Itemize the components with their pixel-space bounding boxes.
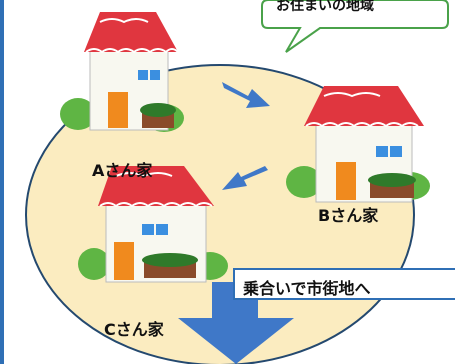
carpool-banner-text: 乗合いで市街地へ	[243, 279, 371, 298]
left-frame-border	[0, 0, 4, 364]
arrow-b-to-c	[222, 166, 268, 190]
house-b-label: Bさん家	[318, 206, 379, 225]
carpool-banner: 乗合いで市街地へ	[233, 268, 455, 300]
house-b	[286, 86, 430, 203]
house-c	[78, 166, 228, 283]
house-a-label: Aさん家	[92, 161, 153, 180]
region-bubble-text: お住まいの地域	[276, 0, 374, 14]
house-a	[60, 12, 184, 132]
down-arrow	[178, 282, 294, 364]
arrow-a-to-b	[222, 82, 270, 108]
speech-bubble	[261, 0, 449, 53]
house-c-label: Cさん家	[104, 320, 164, 339]
